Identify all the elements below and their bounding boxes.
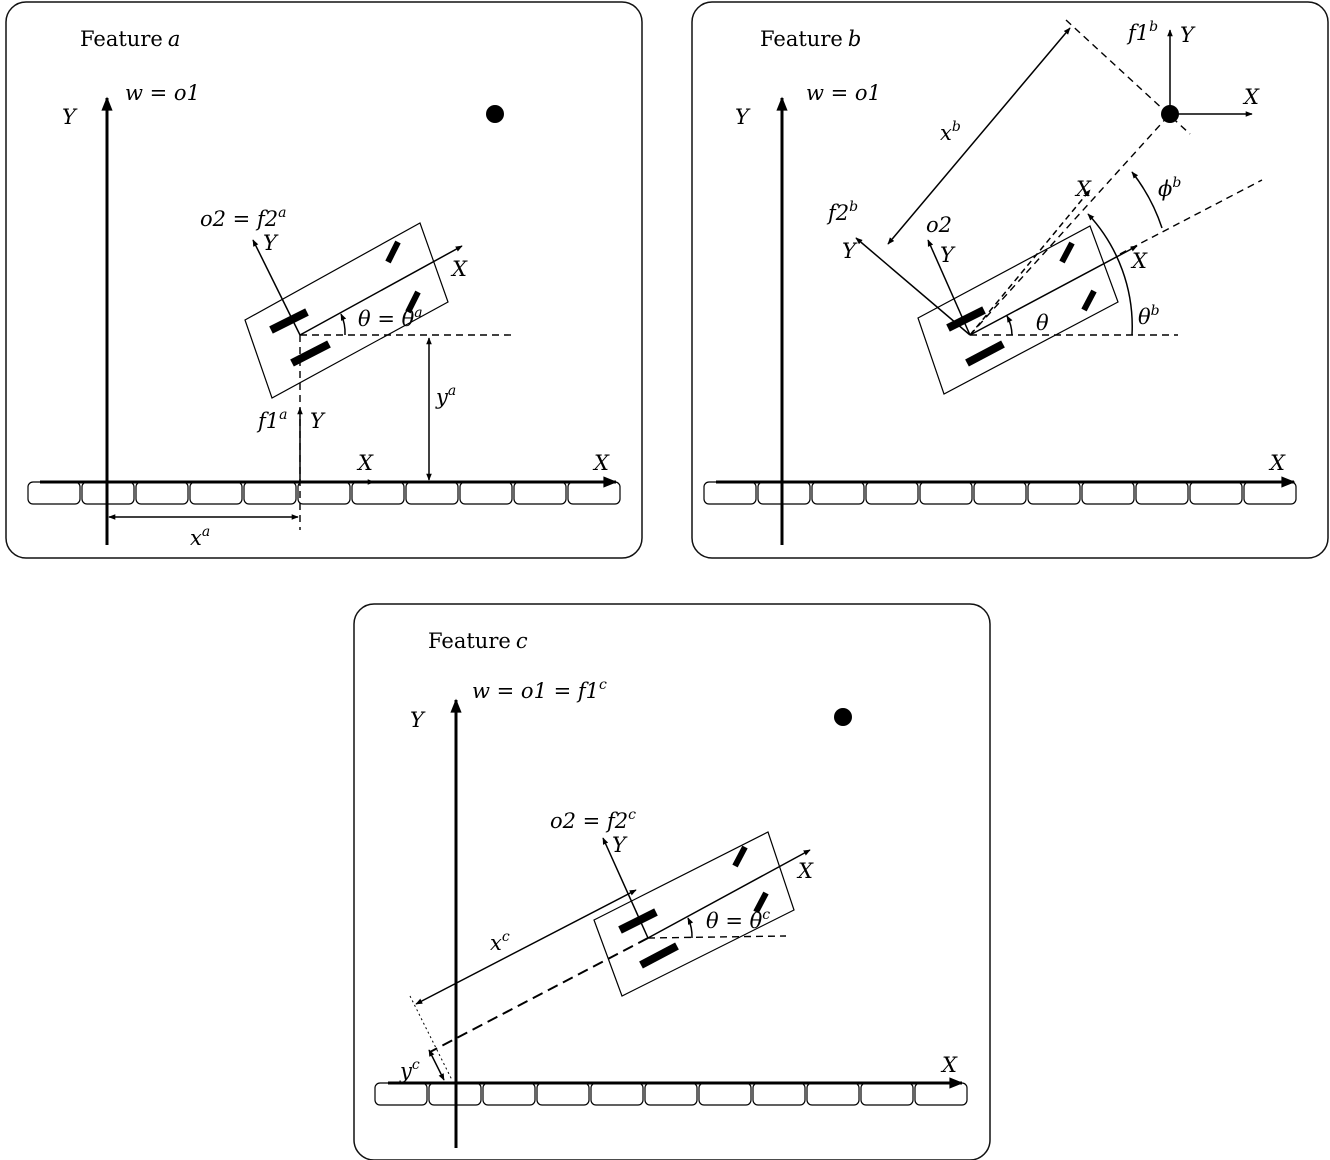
panel-c: Feature c Y X w = o1 = f1c [353, 603, 991, 1160]
panel-b-robot-y-axis [927, 239, 971, 336]
panel-c-theta-label: θ = θc [706, 907, 770, 933]
panel-c-y-dimension [428, 1049, 445, 1081]
panel-b-f2-label: f2b [826, 199, 858, 225]
svg-text:Y: Y [310, 409, 326, 433]
svg-text:Y: Y [940, 243, 956, 267]
svg-text:Y: Y [410, 708, 426, 732]
panel-c-x-dimension [415, 889, 637, 1005]
panel-a-world-label: w = o1 [125, 81, 200, 105]
panel-b-phi-label: ϕb [1158, 175, 1181, 201]
panel-c-o2-label: o2 = f2c [550, 807, 636, 833]
panel-b-title: Feature b [760, 27, 861, 51]
panel-a-landmark-dot [486, 105, 504, 123]
panel-b-thetab-label: θb [1138, 303, 1160, 329]
svg-text:Y: Y [1180, 23, 1196, 47]
svg-text:X: X [1130, 249, 1148, 273]
svg-text:X: X [796, 859, 814, 883]
svg-text:X: X [1268, 451, 1286, 475]
svg-text:X: X [450, 257, 468, 281]
panel-b-f2-y-axis [855, 237, 971, 336]
panel-b-x-dimension [887, 27, 1071, 245]
panel-a: Feature a Y X w = o1 [5, 1, 643, 559]
panel-b-f2-x-axis [969, 189, 1091, 336]
svg-text:Y: Y [612, 833, 628, 857]
panel-c-world-label: w = o1 = f1c [472, 677, 607, 703]
panel-b-robot-x-axis [969, 245, 1138, 336]
panel-a-theta-label: θ = θa [358, 305, 423, 331]
panel-b-x-label: xb [940, 119, 961, 145]
panel-b-world-label: w = o1 [806, 81, 881, 105]
panel-b-o2-label: o2 [926, 213, 952, 237]
panel-b-track [703, 481, 1297, 505]
panel-a-robot [244, 222, 463, 399]
panel-b-f1-label: f1b [1126, 19, 1158, 45]
panel-a-robot-x-axis [299, 245, 463, 336]
panel-c-track [374, 1082, 968, 1106]
panel-a-world-x-label: X [592, 451, 610, 475]
panel-a-track [27, 481, 621, 505]
panel-b-robot [855, 189, 1138, 395]
panel-a-robot-y-axis [252, 239, 301, 336]
panel-c-landmark-dot [834, 708, 852, 726]
panel-c-robot-x-axis [647, 849, 811, 939]
panel-a-title: Feature a [80, 27, 180, 51]
svg-text:Y: Y [263, 231, 279, 255]
panel-c-title: Feature c [428, 629, 528, 653]
panel-a-x-label: xa [190, 524, 210, 550]
svg-text:X: X [940, 1053, 958, 1077]
panel-b-theta-label: θ [1036, 311, 1049, 335]
svg-text:X: X [1242, 85, 1260, 109]
svg-text:Y: Y [735, 105, 751, 129]
svg-text:X: X [1074, 177, 1092, 201]
panel-a-f1-label: f1a [256, 407, 288, 433]
panel-a-y-label: ya [435, 383, 456, 409]
panel-c-robot-y-axis [602, 837, 649, 939]
panel-c-x-label: xc [490, 929, 510, 955]
panel-c-y-label: yc [399, 1057, 420, 1083]
svg-text:X: X [356, 451, 374, 475]
panel-a-world-y-label: Y [62, 105, 78, 129]
panel-b: Feature b Y X w = o1 f1b Y X [691, 1, 1329, 559]
svg-text:Y: Y [842, 239, 858, 263]
panel-a-o2-label: o2 = f2a [200, 205, 286, 231]
